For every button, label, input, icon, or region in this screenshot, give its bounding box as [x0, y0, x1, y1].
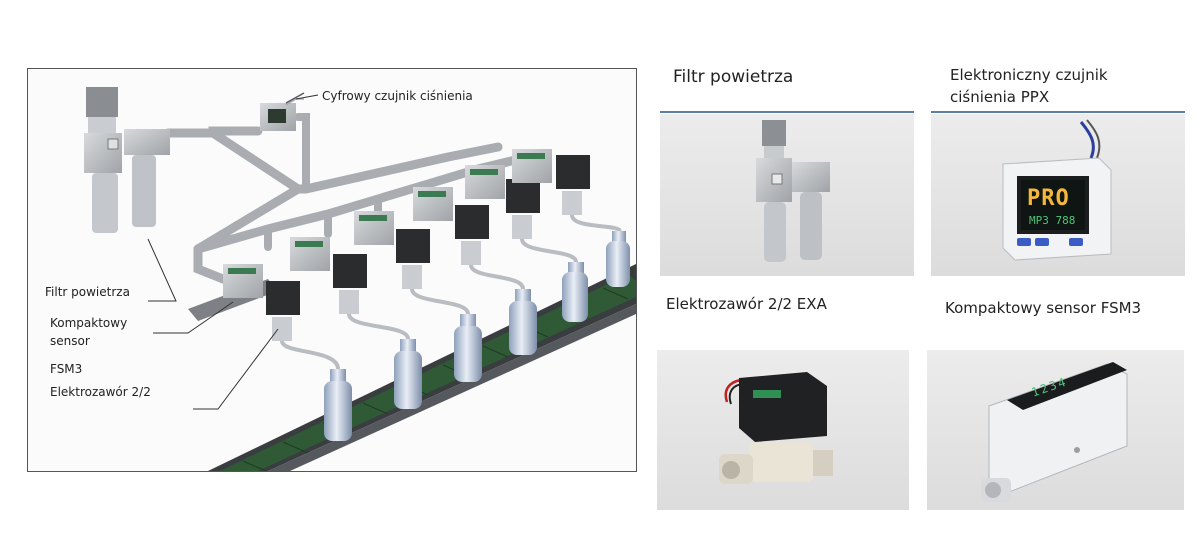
air-filter-unit [84, 87, 170, 233]
bottles [324, 231, 630, 441]
label-pressure-sensor: Cyfrowy czujnik ciśnienia [322, 89, 473, 103]
diagram-illustration [33, 87, 636, 471]
label-compact-sensor-2: sensor [50, 334, 90, 348]
photo-solenoid-valve [657, 350, 909, 510]
product-title-pressure-sensor-line2: ciśnienia PPX [950, 88, 1050, 106]
product-title-pressure-sensor: Elektroniczny czujnik ciśnienia PPX [950, 64, 1108, 108]
pressure-display-top: PRO [1027, 186, 1070, 211]
photo-compact-sensor: 1234 [927, 350, 1184, 510]
pressure-display-bottom: MP3 788 [1029, 214, 1076, 227]
solenoid-valve-icon [719, 372, 833, 484]
title-rule-air-filter [660, 111, 914, 113]
air-filter-icon [756, 120, 830, 262]
product-title-compact-sensor: Kompaktowy sensor FSM3 [945, 299, 1142, 317]
photo-air-filter [660, 114, 914, 276]
compact-sensor-icon [981, 362, 1128, 502]
title-rule-pressure-sensor [931, 111, 1185, 113]
label-solenoid-valve: Elektrozawór 2/2 [50, 385, 151, 399]
leader-lines [147, 94, 319, 410]
label-compact-sensor-1: Kompaktowy [50, 316, 128, 330]
hoses [280, 214, 622, 370]
photo-pressure-sensor: PRO MP3 788 [931, 114, 1185, 276]
label-air-filter: Filtr powietrza [45, 285, 130, 299]
product-title-air-filter: Filtr powietrza [673, 67, 794, 87]
product-title-pressure-sensor-line1: Elektroniczny czujnik [950, 66, 1108, 84]
pressure-sensor-icon [1002, 119, 1112, 261]
product-title-solenoid-valve: Elektrozawór 2/2 EXA [666, 295, 827, 313]
system-diagram: Cyfrowy czujnik ciśnienia Filtr powietrz… [27, 68, 637, 472]
sensor-valve-stations [223, 149, 590, 341]
digital-pressure-sensor [260, 92, 305, 131]
label-fsm3: FSM3 [50, 362, 83, 376]
